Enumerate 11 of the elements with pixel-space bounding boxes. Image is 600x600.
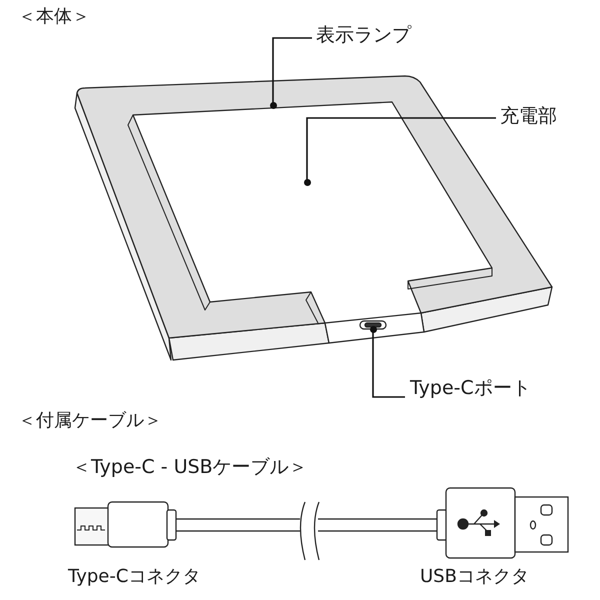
- part-label: 充電部: [500, 105, 557, 128]
- part-label: Type-Cポート: [410, 377, 531, 400]
- leader-dot: [304, 178, 310, 186]
- leader-line: [272, 37, 312, 105]
- connector-label: Type-Cコネクタ: [68, 566, 200, 588]
- section-heading: ＜Type-C - USBケーブル＞: [72, 456, 308, 479]
- part-label: 表示ランプ: [316, 24, 411, 47]
- section-heading: ＜本体＞: [18, 6, 90, 28]
- leader-line: [306, 117, 496, 182]
- section-heading: ＜付属ケーブル＞: [18, 410, 162, 432]
- connector-label: USBコネクタ: [420, 566, 529, 588]
